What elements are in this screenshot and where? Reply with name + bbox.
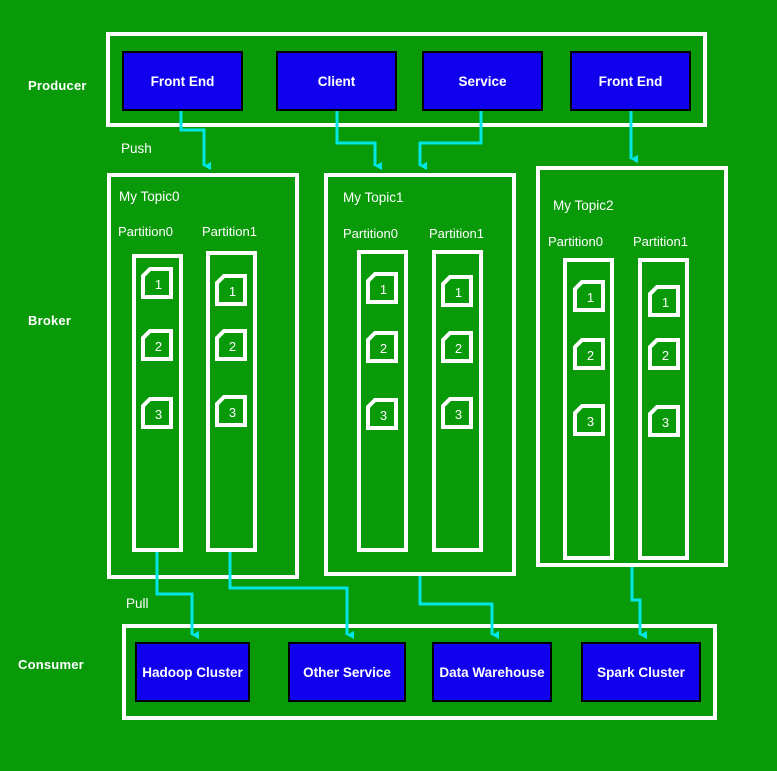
message-shape-icon bbox=[648, 338, 680, 370]
message-cell-label: 2 bbox=[379, 341, 388, 356]
message-cell-label: 2 bbox=[661, 348, 670, 363]
consumer-node-spark-cluster[interactable]: Spark Cluster bbox=[581, 642, 701, 702]
topic-title-my-topic2: My Topic2 bbox=[553, 198, 614, 213]
message-cell-topic0-p0-2[interactable]: 2 bbox=[141, 329, 173, 361]
message-cell-topic0-p1-2[interactable]: 2 bbox=[215, 329, 247, 361]
message-cell-topic1-p0-1[interactable]: 1 bbox=[366, 272, 398, 304]
message-cell-label: 3 bbox=[661, 415, 670, 430]
partition-column-topic2-p1 bbox=[638, 258, 689, 560]
message-cell-label: 1 bbox=[586, 290, 595, 305]
message-cell-topic2-p1-3[interactable]: 3 bbox=[648, 405, 680, 437]
message-cell-topic2-p1-2[interactable]: 2 bbox=[648, 338, 680, 370]
message-shape-icon bbox=[573, 338, 605, 370]
message-cell-label: 3 bbox=[154, 407, 163, 422]
message-cell-topic0-p1-3[interactable]: 3 bbox=[215, 395, 247, 427]
topic-box-my-topic1 bbox=[324, 173, 516, 576]
row-label-consumer: Consumer bbox=[18, 657, 84, 672]
message-cell-topic2-p0-2[interactable]: 2 bbox=[573, 338, 605, 370]
message-cell-label: 2 bbox=[228, 339, 237, 354]
message-shape-icon bbox=[573, 404, 605, 436]
message-cell-topic1-p1-2[interactable]: 2 bbox=[441, 331, 473, 363]
message-cell-label: 3 bbox=[228, 405, 237, 420]
message-shape-icon bbox=[648, 405, 680, 437]
message-cell-topic2-p1-1[interactable]: 1 bbox=[648, 285, 680, 317]
message-cell-topic2-p0-1[interactable]: 1 bbox=[573, 280, 605, 312]
message-cell-topic1-p0-2[interactable]: 2 bbox=[366, 331, 398, 363]
partition-label-topic2-p0: Partition0 bbox=[548, 234, 603, 249]
partition-column-topic0-p1 bbox=[206, 251, 257, 552]
message-cell-label: 1 bbox=[379, 282, 388, 297]
topic-title-my-topic0: My Topic0 bbox=[119, 189, 180, 204]
message-cell-topic2-p0-3[interactable]: 3 bbox=[573, 404, 605, 436]
message-cell-label: 3 bbox=[586, 414, 595, 429]
producer-node-front-end-2[interactable]: Front End bbox=[570, 51, 691, 111]
topic-box-my-topic2 bbox=[536, 166, 728, 567]
message-shape-icon bbox=[441, 331, 473, 363]
message-cell-topic0-p0-3[interactable]: 3 bbox=[141, 397, 173, 429]
consumer-node-hadoop-cluster[interactable]: Hadoop Cluster bbox=[135, 642, 250, 702]
message-cell-label: 3 bbox=[379, 408, 388, 423]
producer-group-box bbox=[106, 32, 707, 127]
message-shape-icon bbox=[648, 285, 680, 317]
message-cell-topic1-p1-3[interactable]: 3 bbox=[441, 397, 473, 429]
row-label-broker: Broker bbox=[28, 313, 72, 328]
message-shape-icon bbox=[441, 397, 473, 429]
message-cell-label: 3 bbox=[454, 407, 463, 422]
message-shape-icon bbox=[366, 398, 398, 430]
message-shape-icon bbox=[366, 272, 398, 304]
message-shape-icon bbox=[441, 275, 473, 307]
message-cell-topic0-p0-1[interactable]: 1 bbox=[141, 267, 173, 299]
message-cell-label: 1 bbox=[454, 285, 463, 300]
consumer-node-data-warehouse[interactable]: Data Warehouse bbox=[432, 642, 552, 702]
message-cell-label: 2 bbox=[454, 341, 463, 356]
partition-column-topic0-p0 bbox=[132, 254, 183, 552]
flow-label-push: Push bbox=[121, 141, 152, 156]
message-shape-icon bbox=[141, 267, 173, 299]
partition-label-topic1-p0: Partition0 bbox=[343, 226, 398, 241]
partition-column-topic1-p0 bbox=[357, 250, 408, 552]
partition-label-topic2-p1: Partition1 bbox=[633, 234, 688, 249]
message-cell-topic0-p1-1[interactable]: 1 bbox=[215, 274, 247, 306]
partition-column-topic2-p0 bbox=[563, 258, 614, 560]
message-shape-icon bbox=[141, 329, 173, 361]
message-shape-icon bbox=[215, 329, 247, 361]
partition-label-topic0-p1: Partition1 bbox=[202, 224, 257, 239]
producer-node-front-end-1[interactable]: Front End bbox=[122, 51, 243, 111]
message-cell-label: 2 bbox=[154, 339, 163, 354]
message-shape-icon bbox=[366, 331, 398, 363]
partition-label-topic0-p0: Partition0 bbox=[118, 224, 173, 239]
partition-column-topic1-p1 bbox=[432, 250, 483, 552]
flow-label-pull: Pull bbox=[126, 596, 149, 611]
message-cell-topic1-p0-3[interactable]: 3 bbox=[366, 398, 398, 430]
consumer-node-other-service[interactable]: Other Service bbox=[288, 642, 406, 702]
message-shape-icon bbox=[215, 274, 247, 306]
topic-box-my-topic0 bbox=[107, 173, 299, 579]
message-cell-label: 1 bbox=[154, 277, 163, 292]
topic-title-my-topic1: My Topic1 bbox=[343, 190, 404, 205]
message-shape-icon bbox=[215, 395, 247, 427]
message-cell-label: 1 bbox=[228, 284, 237, 299]
row-label-producer: Producer bbox=[28, 78, 87, 93]
message-shape-icon bbox=[573, 280, 605, 312]
partition-label-topic1-p1: Partition1 bbox=[429, 226, 484, 241]
message-cell-label: 1 bbox=[661, 295, 670, 310]
message-shape-icon bbox=[141, 397, 173, 429]
producer-node-client[interactable]: Client bbox=[276, 51, 397, 111]
producer-node-service[interactable]: Service bbox=[422, 51, 543, 111]
message-cell-topic1-p1-1[interactable]: 1 bbox=[441, 275, 473, 307]
message-cell-label: 2 bbox=[586, 348, 595, 363]
